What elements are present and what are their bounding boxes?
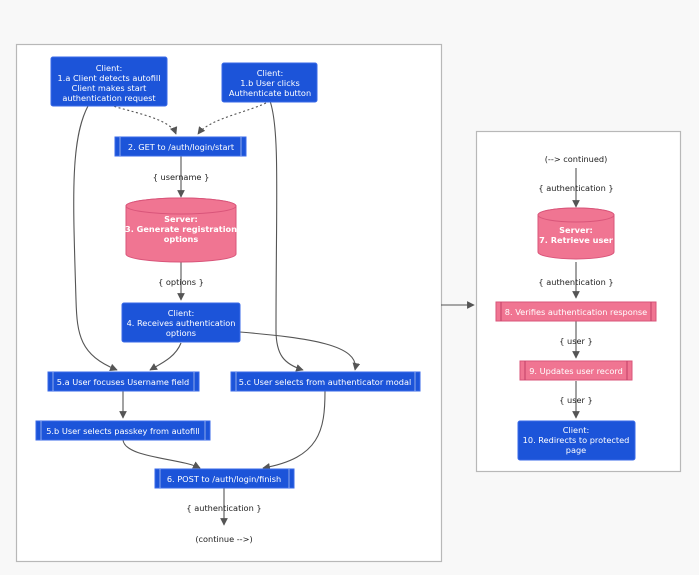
node-8-verify-response: 8. Verifies authentication response <box>495 301 657 322</box>
node-6-label: 6. POST to /auth/login/finish <box>167 474 281 484</box>
edge-4-to-5c <box>239 331 361 371</box>
node-2-get-login-start: 2. GET to /auth/login/start <box>114 136 247 157</box>
edge-label-username: { username } <box>153 172 210 182</box>
node-2-label: 2. GET to /auth/login/start <box>128 142 235 152</box>
node-1b-user-clicks-authenticate: Client: 1.b User clicks Authenticate but… <box>221 62 318 103</box>
edge-label-authentication-right-1: { authentication } <box>538 183 613 193</box>
node-1b-line-2: 1.b User clicks <box>240 78 299 88</box>
edge-5b-to-6 <box>122 439 201 469</box>
continue-out-label: (continue -->) <box>195 534 252 544</box>
node-9-label: 9. Updates user record <box>529 366 623 376</box>
edge-label-options: { options } <box>158 277 204 287</box>
node-6-post-login-finish: 6. POST to /auth/login/finish <box>154 468 295 489</box>
node-1b-line-1: Client: <box>257 68 283 78</box>
edge-label-authentication-right-2: { authentication } <box>538 277 613 287</box>
node-3-line-2: 3. Generate registration <box>125 224 237 234</box>
edge-label-user-1: { user } <box>559 336 592 346</box>
node-7-line-2: 7. Retrieve user <box>539 235 614 245</box>
node-5b-label: 5.b User selects passkey from autofill <box>46 426 200 436</box>
node-1b-line-3: Authenticate button <box>229 88 311 98</box>
node-1a-line-2: 1.a Client detects autofill <box>58 73 161 83</box>
edge-1a-to-2 <box>109 104 178 135</box>
node-5a-focus-username: 5.a User focuses Username field <box>47 371 200 392</box>
edge-4-to-5a <box>149 342 182 371</box>
continued-in-label: (--> continued) <box>545 154 608 164</box>
node-8-label: 8. Verifies authentication response <box>505 307 647 317</box>
node-5b-select-passkey: 5.b User selects passkey from autofill <box>35 420 211 441</box>
node-4-receives-options: Client: 4. Receives authentication optio… <box>121 302 241 343</box>
node-10-line-2: 10. Redirects to protected <box>523 435 630 445</box>
node-4-line-3: options <box>166 328 196 338</box>
node-9-update-user-record: 9. Updates user record <box>519 360 633 381</box>
node-3-server-generate-options: Server: 3. Generate registration options <box>125 197 237 263</box>
node-1a-line-4: authentication request <box>62 93 156 103</box>
edge-1b-to-2 <box>197 100 271 135</box>
edge-1b-to-5c <box>269 100 304 372</box>
edge-1a-to-5a <box>73 105 118 371</box>
node-5a-label: 5.a User focuses Username field <box>57 377 189 387</box>
node-1a-line-1: Client: <box>96 63 122 73</box>
node-4-line-2: 4. Receives authentication <box>127 318 236 328</box>
node-4-line-1: Client: <box>168 308 194 318</box>
edge-label-authentication-left: { authentication } <box>186 503 261 513</box>
node-7-line-1: Server: <box>559 225 593 235</box>
node-5c-authenticator-modal: 5.c User selects from authenticator moda… <box>230 371 421 392</box>
node-1a-client-detects-autofill: Client: 1.a Client detects autofill Clie… <box>50 56 168 107</box>
edge-5c-to-6 <box>262 390 326 471</box>
node-3-line-3: options <box>164 234 199 244</box>
node-1a-line-3: Client makes start <box>72 83 148 93</box>
node-5c-label: 5.c User selects from authenticator moda… <box>239 377 412 387</box>
node-3-line-1: Server: <box>164 214 198 224</box>
node-10-line-3: page <box>566 445 586 455</box>
edge-label-user-2: { user } <box>559 395 592 405</box>
node-7-server-retrieve-user: Server: 7. Retrieve user <box>537 207 615 260</box>
node-10-redirect-protected: Client: 10. Redirects to protected page <box>517 420 636 461</box>
node-10-line-1: Client: <box>563 425 589 435</box>
